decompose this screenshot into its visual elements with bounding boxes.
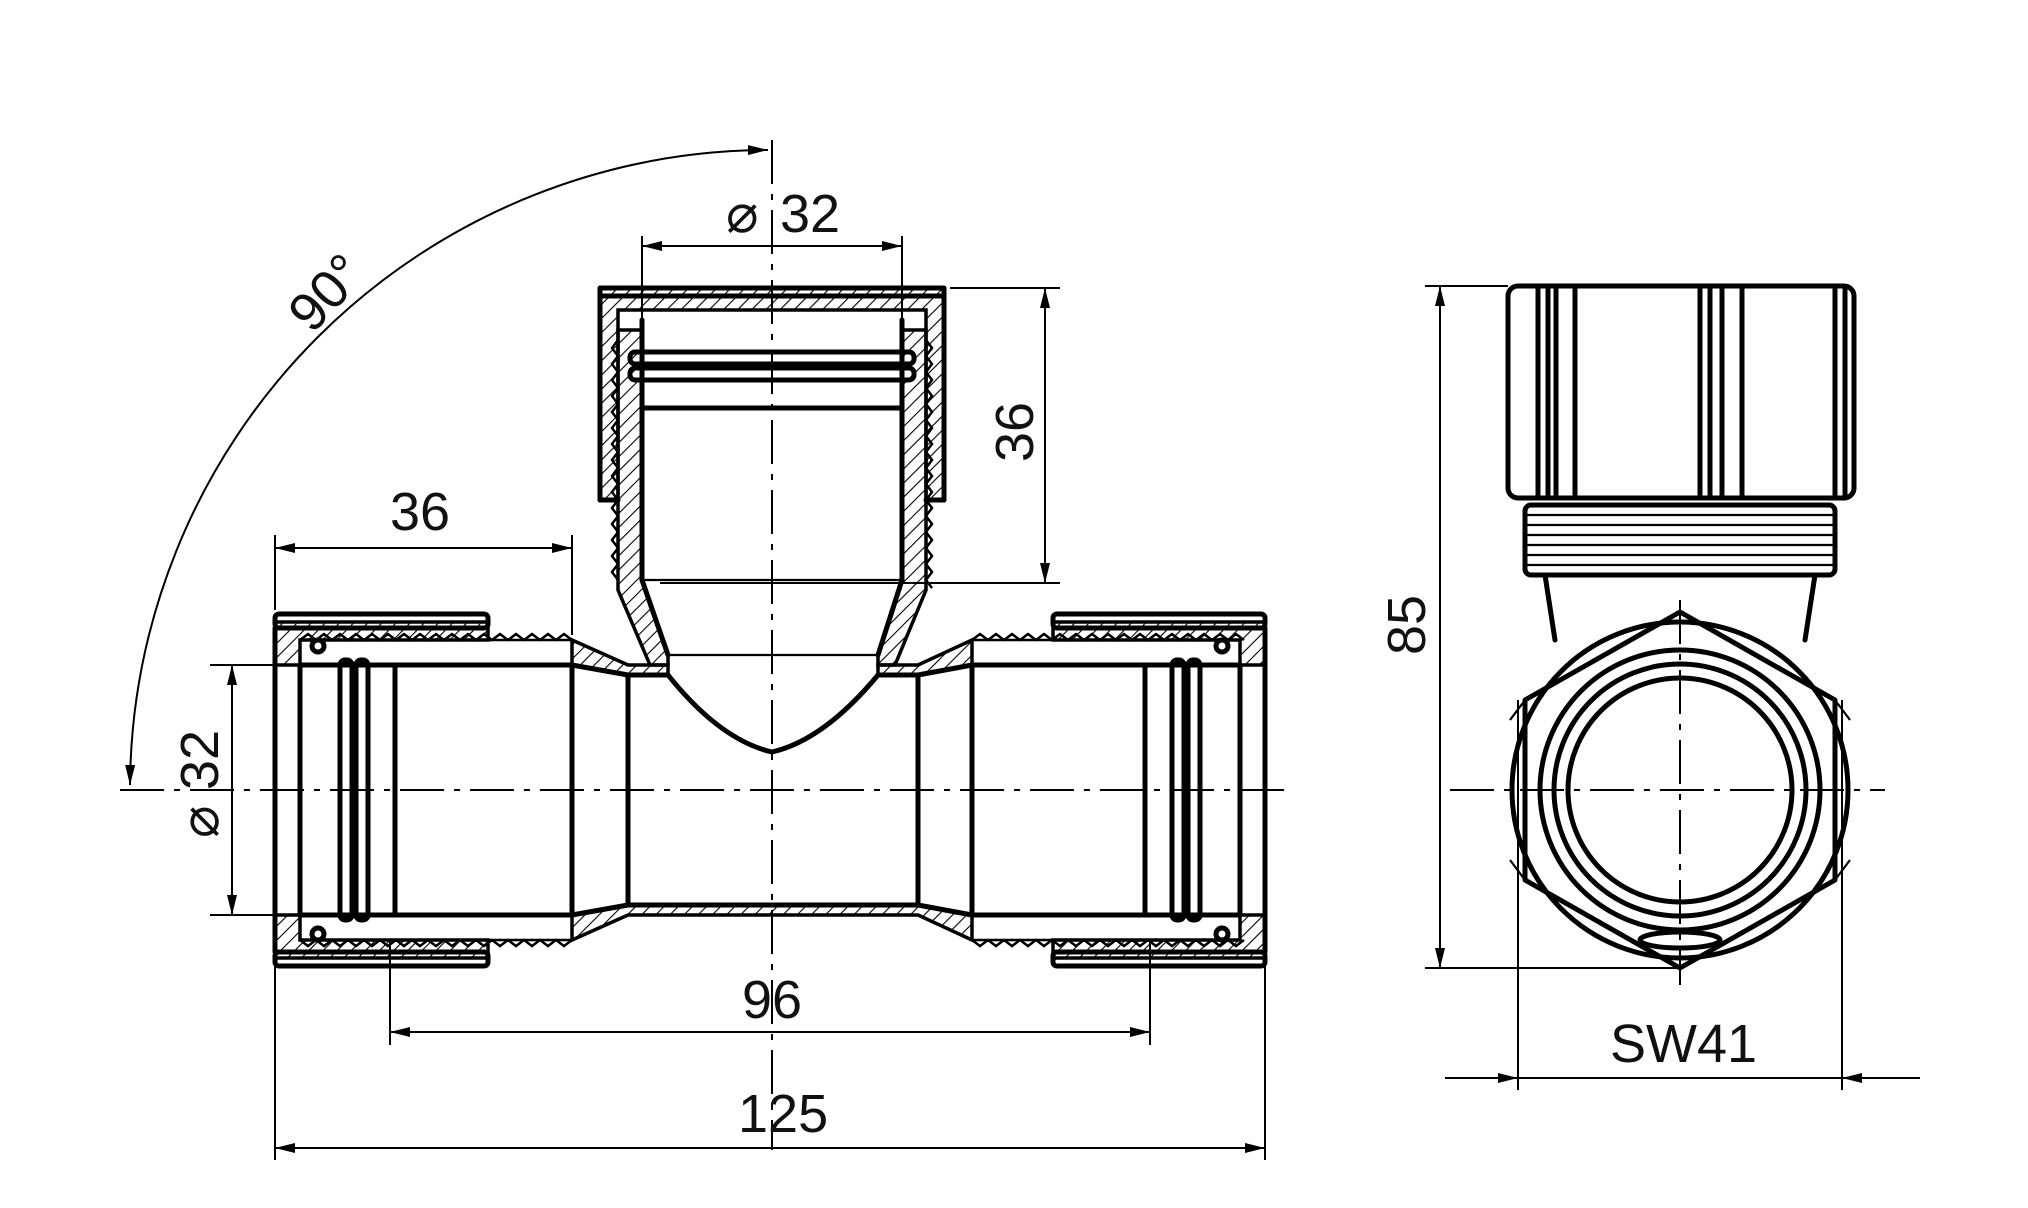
left-depth-label: 36 — [390, 482, 450, 542]
height-label: 85 — [1377, 595, 1437, 655]
inner-length-label: 96 — [742, 970, 802, 1030]
right-union-nut — [1050, 611, 1268, 969]
side-top-nut — [1505, 283, 1857, 501]
total-length-label: 125 — [738, 1084, 828, 1144]
angle-dimension-arc — [125, 145, 769, 786]
tee-side-view: 85 SW41 — [1377, 283, 1920, 1090]
main-diameter-label: 32 — [170, 730, 230, 790]
side-threaded-neck — [1522, 502, 1838, 643]
angle-label: 90° — [277, 243, 377, 344]
branch-diameter-label: 32 — [780, 184, 840, 244]
tee-front-view: 90° ⌀ 32 36 36 ⌀ 32 96 125 — [120, 140, 1290, 1160]
branch-depth-label: 36 — [985, 402, 1045, 462]
branch-body — [610, 308, 934, 667]
main-diameter-symbol: ⌀ — [170, 805, 230, 838]
wrench-size-label: SW41 — [1610, 1014, 1757, 1074]
branch-diameter-symbol: ⌀ — [726, 184, 759, 244]
